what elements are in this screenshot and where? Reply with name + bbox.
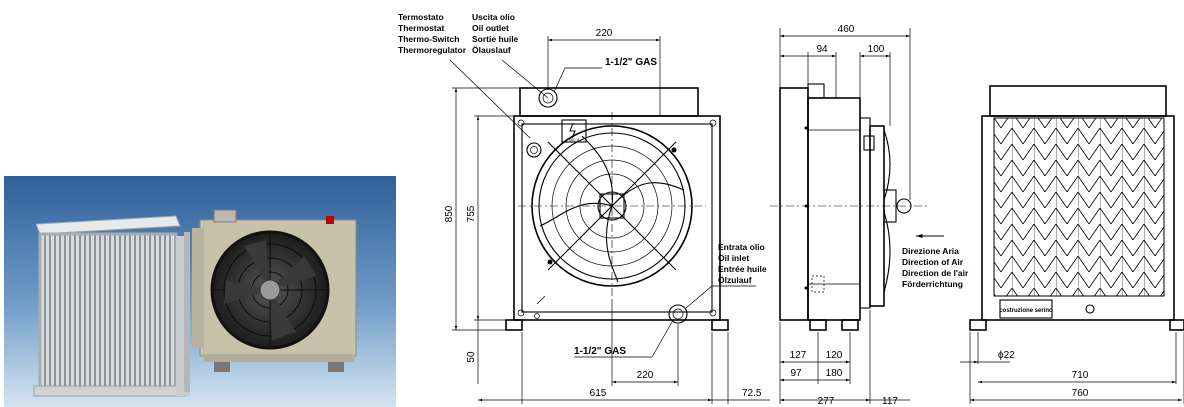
- inlet-thread-label: 1-1/2" GAS: [574, 346, 626, 357]
- dim-120: 120: [826, 350, 843, 361]
- side-fan-motor: [869, 125, 885, 307]
- oil-inlet-label-it: Entrata olio: [718, 242, 765, 252]
- dim-127: 127: [790, 350, 807, 361]
- dim-100: 100: [868, 44, 885, 55]
- thermostat-label-en: Thermostat: [398, 23, 444, 33]
- front-foot-right: [711, 319, 729, 331]
- dim-277: 277: [818, 396, 835, 407]
- ce-mark: [1085, 304, 1095, 314]
- rear-body: [981, 115, 1175, 321]
- oil-inlet-label-fr: Entrée huile: [718, 264, 767, 274]
- outlet-thread-label: 1-1/2" GAS: [605, 57, 657, 68]
- side-view: Direzione Aria Direction of Air Directio…: [770, 24, 969, 407]
- dim-94: 94: [816, 44, 828, 55]
- rear-fins: [993, 117, 1165, 297]
- oil-inlet-port: [668, 304, 688, 324]
- dim-top-port: 220: [596, 28, 613, 39]
- air-label-de: Förderrichtung: [902, 279, 963, 289]
- photo-front-cooler: [192, 209, 357, 372]
- dim-width: 615: [590, 388, 607, 399]
- brand-text: costruzione serino: [999, 308, 1053, 314]
- air-label-en: Direction of Air: [902, 257, 964, 267]
- air-label-it: Direzione Aria: [902, 246, 959, 256]
- front-top-cap: [519, 87, 699, 117]
- oil-outlet-label-de: Ölauslauf: [472, 45, 511, 55]
- front-body: [513, 115, 721, 321]
- dim-body-height: 755: [466, 205, 477, 222]
- dim-760: 760: [1072, 388, 1089, 399]
- photo-rear-cooler: [33, 215, 190, 397]
- dim-total-depth: 460: [838, 24, 855, 35]
- dim-bottom-port: 220: [637, 370, 654, 381]
- dim-hole: ϕ22: [998, 350, 1015, 361]
- dim-97: 97: [790, 368, 802, 379]
- air-label-fr: Direction de l'air: [902, 268, 969, 278]
- thermostat: [526, 142, 542, 158]
- dim-180: 180: [826, 368, 843, 379]
- thermostat-label-de: Thermoregulator: [398, 45, 467, 55]
- technical-drawing: Termostato Thermostat Thermo-Switch Ther…: [398, 12, 1184, 407]
- thermostat-label-fr: Thermo-Switch: [398, 34, 459, 44]
- oil-outlet-label-it: Uscita olio: [472, 12, 515, 22]
- dim-foot-height: 50: [466, 351, 477, 363]
- oil-outlet-label-fr: Sortie huile: [472, 34, 519, 44]
- rear-top-cap: [989, 85, 1167, 117]
- dim-total-height: 850: [444, 205, 455, 222]
- dim-offset: 72.5: [742, 388, 762, 399]
- front-view: Termostato Thermostat Thermo-Switch Ther…: [398, 12, 770, 404]
- thermostat-label-it: Termostato: [398, 12, 444, 22]
- dim-710: 710: [1072, 370, 1089, 381]
- oil-inlet-label-de: Ölzulauf: [718, 275, 752, 285]
- brand-plate: [999, 299, 1053, 319]
- rear-view: costruzione serino ϕ22 710 760: [960, 85, 1184, 404]
- plate-voltage: 400 V: [569, 137, 580, 142]
- side-body: [779, 87, 809, 321]
- oil-outlet-label-en: Oil outlet: [472, 23, 509, 33]
- product-photo: [4, 176, 396, 407]
- oil-inlet-label-en: Oil inlet: [718, 253, 749, 263]
- dim-117: 117: [882, 396, 898, 407]
- front-foot-left: [505, 319, 523, 331]
